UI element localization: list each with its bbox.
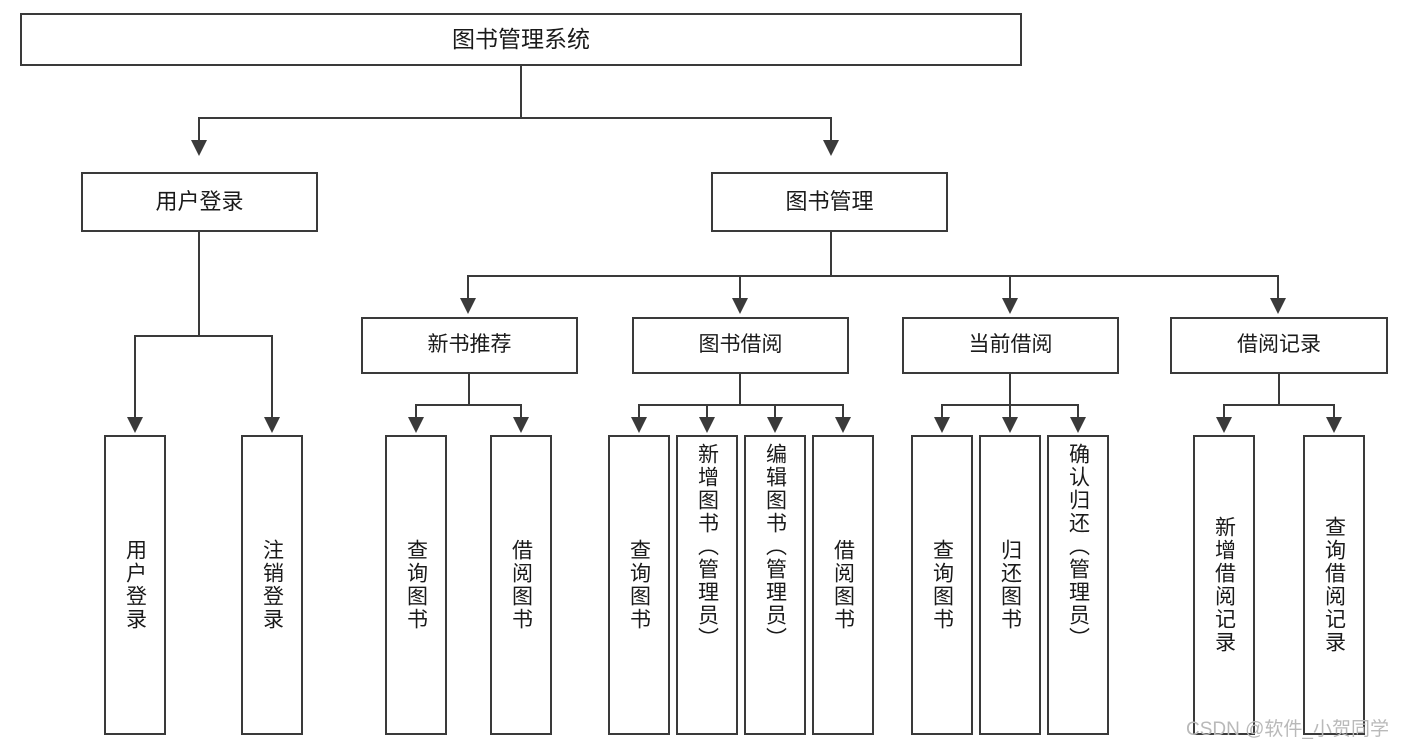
leaf-current-borrow-confirm[interactable]: 确认归还（管理员）: [1047, 435, 1109, 735]
arrow-book-borrow-leaf-3: [767, 417, 783, 433]
node-label: 编辑图书（管理员）: [763, 443, 787, 650]
connector-root-stem: [520, 66, 522, 117]
connector-to-new-book: [467, 275, 469, 299]
connector-book-manage-bar: [467, 275, 1279, 277]
connector-borrow-record-leaf-1: [1223, 404, 1225, 418]
leaf-user-login-login[interactable]: 用户登录: [104, 435, 166, 735]
connector-current-borrow-leaf-1: [941, 404, 943, 418]
node-label: 借阅记录: [1237, 333, 1321, 357]
node-label: 注销登录: [260, 539, 284, 631]
arrow-to-borrow-record: [1270, 298, 1286, 314]
connector-book-borrow-leaf-3: [774, 404, 776, 418]
node-label: 归还图书: [998, 539, 1022, 631]
connector-to-user-login: [198, 117, 200, 141]
leaf-book-borrow-add[interactable]: 新增图书（管理员）: [676, 435, 738, 735]
arrow-new-book-leaf-1: [408, 417, 424, 433]
node-borrow-record[interactable]: 借阅记录: [1170, 317, 1388, 374]
node-label: 用户登录: [155, 189, 244, 215]
connector-book-manage-stem: [830, 232, 832, 276]
connector-borrow-record-bar: [1223, 404, 1335, 406]
arrow-book-borrow-leaf-2: [699, 417, 715, 433]
connector-borrow-record-leaf-2: [1333, 404, 1335, 418]
node-label: 图书管理系统: [452, 26, 590, 53]
node-label: 查询图书: [930, 539, 954, 631]
connector-new-book-leaf-1: [415, 404, 417, 418]
arrow-to-new-book: [460, 298, 476, 314]
arrow-book-borrow-leaf-4: [835, 417, 851, 433]
connector-current-borrow-stem: [1009, 374, 1011, 405]
connector-current-borrow-leaf-2: [1009, 404, 1011, 418]
node-new-book-recommend[interactable]: 新书推荐: [361, 317, 578, 374]
leaf-new-book-borrow[interactable]: 借阅图书: [490, 435, 552, 735]
node-book-borrow[interactable]: 图书借阅: [632, 317, 849, 374]
connector-book-borrow-bar: [638, 404, 844, 406]
leaf-current-borrow-return[interactable]: 归还图书: [979, 435, 1041, 735]
node-label: 当前借阅: [968, 333, 1053, 357]
node-current-borrow[interactable]: 当前借阅: [902, 317, 1119, 374]
arrow-user-login-leaf-2: [264, 417, 280, 433]
node-label: 查询借阅记录: [1322, 516, 1346, 654]
leaf-book-borrow-borrow[interactable]: 借阅图书: [812, 435, 874, 735]
connector-to-current-borrow: [1009, 275, 1011, 299]
leaf-borrow-record-query[interactable]: 查询借阅记录: [1303, 435, 1365, 735]
connector-user-login-leaf-2: [271, 335, 273, 418]
node-label: 图书管理: [785, 189, 874, 215]
connector-to-book-manage: [830, 117, 832, 141]
connector-book-borrow-leaf-1: [638, 404, 640, 418]
connector-new-book-bar: [415, 404, 522, 406]
node-label: 查询图书: [627, 539, 651, 631]
node-root-system[interactable]: 图书管理系统: [20, 13, 1022, 66]
node-label: 图书借阅: [698, 333, 783, 357]
arrow-user-login-leaf-1: [127, 417, 143, 433]
connector-new-book-stem: [468, 374, 470, 405]
connector-root-bar: [198, 117, 832, 119]
arrow-current-borrow-leaf-3: [1070, 417, 1086, 433]
connector-book-borrow-stem: [739, 374, 741, 405]
csdn-watermark: CSDN @软件_小贺同学: [1186, 719, 1389, 740]
connector-user-login-bar: [134, 335, 273, 337]
connector-to-borrow-record: [1277, 275, 1279, 299]
arrow-borrow-record-leaf-2: [1326, 417, 1342, 433]
node-label: 借阅图书: [831, 539, 855, 631]
node-book-management[interactable]: 图书管理: [711, 172, 948, 232]
arrow-book-borrow-leaf-1: [631, 417, 647, 433]
node-label: 确认归还（管理员）: [1066, 443, 1090, 650]
arrow-current-borrow-leaf-1: [934, 417, 950, 433]
leaf-borrow-record-add[interactable]: 新增借阅记录: [1193, 435, 1255, 735]
arrow-to-book-borrow: [732, 298, 748, 314]
node-label: 新书推荐: [427, 333, 512, 357]
connector-user-login-leaf-1: [134, 335, 136, 418]
leaf-current-borrow-query[interactable]: 查询图书: [911, 435, 973, 735]
arrow-borrow-record-leaf-1: [1216, 417, 1232, 433]
node-label: 用户登录: [123, 539, 147, 631]
connector-book-borrow-leaf-2: [706, 404, 708, 418]
arrow-current-borrow-leaf-2: [1002, 417, 1018, 433]
leaf-user-login-logout[interactable]: 注销登录: [241, 435, 303, 735]
arrow-to-book-manage: [823, 140, 839, 156]
connector-borrow-record-stem: [1278, 374, 1280, 405]
connector-current-borrow-leaf-3: [1077, 404, 1079, 418]
leaf-book-borrow-edit[interactable]: 编辑图书（管理员）: [744, 435, 806, 735]
connector-user-login-stem: [198, 232, 200, 336]
node-label: 新增图书（管理员）: [695, 443, 719, 650]
leaf-book-borrow-query[interactable]: 查询图书: [608, 435, 670, 735]
node-label: 查询图书: [404, 539, 428, 631]
connector-to-book-borrow: [739, 275, 741, 299]
arrow-to-user-login: [191, 140, 207, 156]
node-label: 新增借阅记录: [1212, 516, 1236, 654]
arrow-to-current-borrow: [1002, 298, 1018, 314]
connector-book-borrow-leaf-4: [842, 404, 844, 418]
connector-new-book-leaf-2: [520, 404, 522, 418]
node-label: 借阅图书: [509, 539, 533, 631]
node-user-login[interactable]: 用户登录: [81, 172, 318, 232]
arrow-new-book-leaf-2: [513, 417, 529, 433]
leaf-new-book-query[interactable]: 查询图书: [385, 435, 447, 735]
